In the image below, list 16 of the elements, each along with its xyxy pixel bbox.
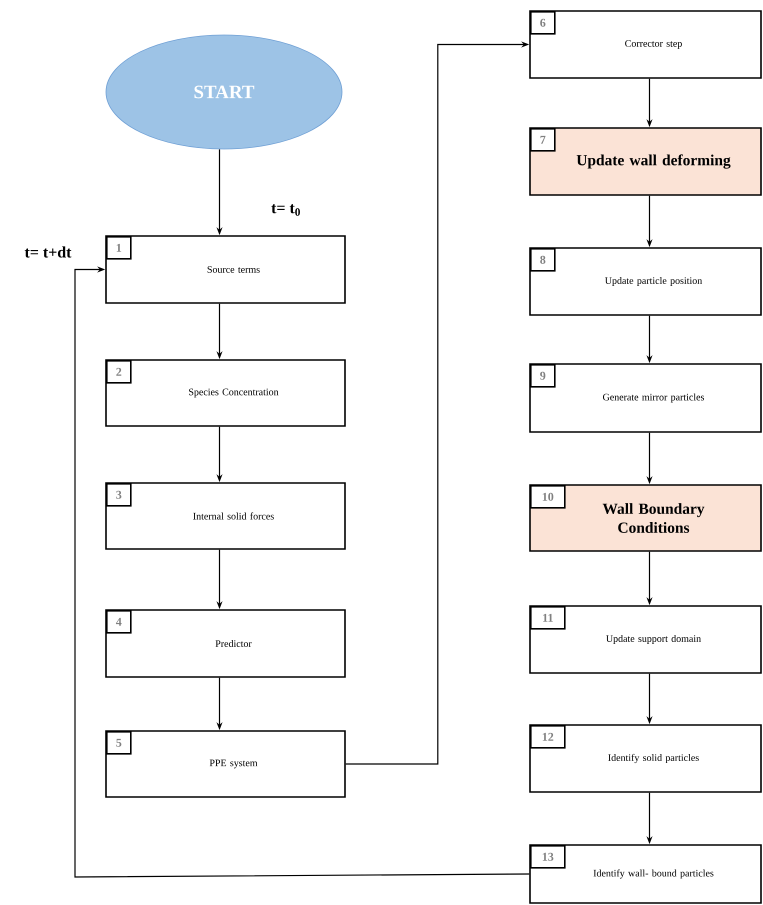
number-badge: 2: [106, 360, 132, 384]
number-badge: 3: [106, 483, 132, 507]
number-badge: 4: [106, 610, 132, 634]
time-label: t= t$_{0}$: [271, 204, 300, 216]
number-badge: 9: [530, 364, 556, 388]
number-badge: 12: [530, 725, 566, 749]
number-badge: 11: [530, 606, 566, 630]
number-badge: 6: [530, 11, 556, 35]
time-label: t= t+dt: [24, 246, 72, 258]
number-badge: 10: [530, 485, 566, 509]
number-badge: 7: [530, 128, 556, 152]
number-badge: 13: [530, 845, 566, 869]
number-badge: 1: [106, 236, 132, 260]
number-badge: 8: [530, 248, 556, 272]
arrow: [74, 266, 530, 878]
number-badge: 5: [106, 731, 132, 755]
